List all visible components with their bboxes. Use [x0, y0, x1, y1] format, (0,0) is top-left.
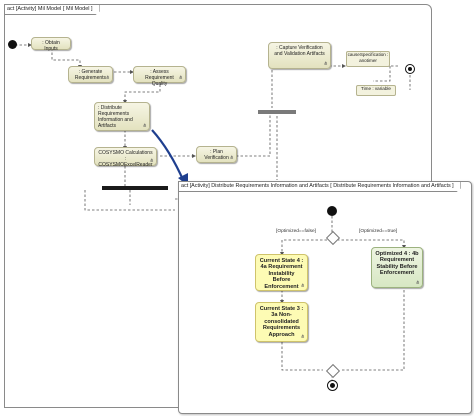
plan-verification-action[interactable]: : Plan Verification ⋔ [196, 146, 237, 163]
inner-initial-node [327, 206, 337, 216]
inner-frame-tab: act [Activity] Distribute Requirements I… [179, 182, 461, 192]
timer-variable-label: Time : variable [361, 86, 391, 91]
assess-requirement-quality-action[interactable]: : Assess Requirement Quality ⋔ [133, 66, 186, 87]
generate-requirements-label: : Generate Requirements [74, 69, 107, 81]
outer-final-node [405, 64, 415, 74]
assess-requirement-quality-label: : Assess Requirement Quality [145, 69, 174, 87]
cosysmo-calculations-label: COSYSMO Calculations : COSYSMOExcelReade… [98, 150, 153, 168]
cosysmo-calculations-action[interactable]: COSYSMO Calculations : COSYSMOExcelReade… [94, 147, 157, 168]
inner-final-node [327, 380, 338, 391]
inner-activity-frame: act [Activity] Distribute Requirements I… [178, 181, 472, 414]
fork-icon: ⋔ [105, 75, 110, 81]
fork-icon: ⋔ [178, 75, 183, 81]
fork-icon: ⋔ [142, 123, 147, 129]
guard-optimized-true: [Optimized==true] [359, 229, 398, 234]
outer-frame-tab: act [Activity] Mil Model [ Mil Model ] [5, 5, 100, 15]
join-bar-bottom-left [102, 186, 168, 190]
optimized-4-label: Optimized 4 : 4b Requirement Stability B… [375, 251, 419, 277]
capture-verification-action[interactable]: : Capture Verification and Validation Ar… [268, 42, 331, 69]
cause-specification-pin: causeSpecification : anotimer [346, 51, 390, 67]
capture-verification-label: : Capture Verification and Validation Ar… [274, 45, 325, 57]
distribute-requirements-action[interactable]: : Distribute Requirements Information an… [94, 102, 150, 131]
current-state-4-label: Current State 4 : 4a Requirement Instabi… [259, 258, 304, 290]
fork-icon: ⋔ [300, 283, 305, 289]
fork-icon: ⋔ [149, 158, 154, 164]
timer-variable-pin: Time : variable [356, 85, 396, 96]
fork-icon: ⋔ [323, 61, 328, 67]
obtain-inputs-action[interactable]: : Obtain Inputs [31, 37, 71, 52]
guard-optimized-false: [Optimized==false] [276, 229, 316, 234]
generate-requirements-action[interactable]: : Generate Requirements ⋔ [68, 66, 113, 83]
plan-verification-label: : Plan Verification [204, 149, 229, 161]
fork-icon: ⋔ [229, 155, 234, 161]
fork-icon: ⋔ [415, 280, 420, 286]
current-state-3-action[interactable]: Current State 3 : 3a Non-consolidated Re… [255, 302, 308, 342]
optimized-4-action[interactable]: Optimized 4 : 4b Requirement Stability B… [371, 247, 423, 288]
distribute-requirements-label: : Distribute Requirements Information an… [98, 105, 133, 129]
cause-specification-label: causeSpecification : anotimer [347, 52, 389, 63]
fork-icon: ⋔ [300, 334, 305, 340]
outer-initial-node [8, 40, 17, 49]
current-state-3-label: Current State 3 : 3a Non-consolidated Re… [259, 306, 304, 338]
join-bar-top-right [258, 110, 296, 114]
obtain-inputs-label: : Obtain Inputs [42, 40, 60, 52]
current-state-4-action[interactable]: Current State 4 : 4a Requirement Instabi… [255, 254, 308, 291]
